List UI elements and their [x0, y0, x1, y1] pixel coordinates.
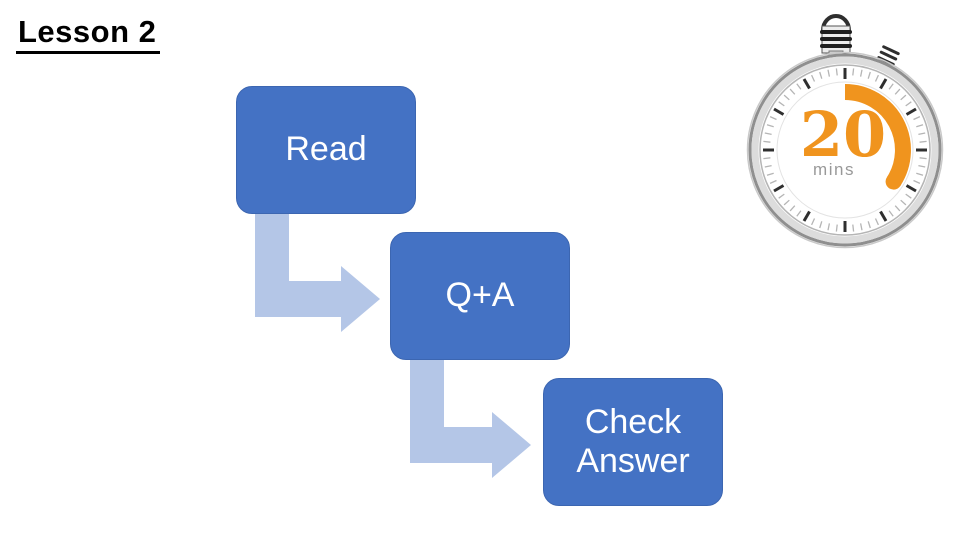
flow-arrow-1-icon	[255, 214, 380, 332]
stopwatch-dial-ticks	[763, 68, 927, 232]
flow-step-check-answer: Check Answer	[543, 378, 723, 506]
flow-arrow-2-icon	[410, 360, 531, 478]
flow-step-label: Read	[285, 130, 367, 169]
flow-step-qa: Q+A	[390, 232, 570, 360]
stopwatch-timer: 20 mins	[746, 14, 944, 249]
timer-value: 20	[800, 98, 886, 171]
stopwatch-bezel	[746, 51, 944, 249]
flow-step-read: Read	[236, 86, 416, 214]
timer-progress-arc	[844, 84, 911, 186]
timer-progress-arc-tip	[885, 173, 902, 190]
flow-step-label: Q+A	[445, 276, 515, 315]
page-title: Lesson 2	[16, 14, 161, 54]
flow-step-label: Check Answer	[576, 402, 690, 480]
timer-unit: mins	[813, 160, 855, 179]
